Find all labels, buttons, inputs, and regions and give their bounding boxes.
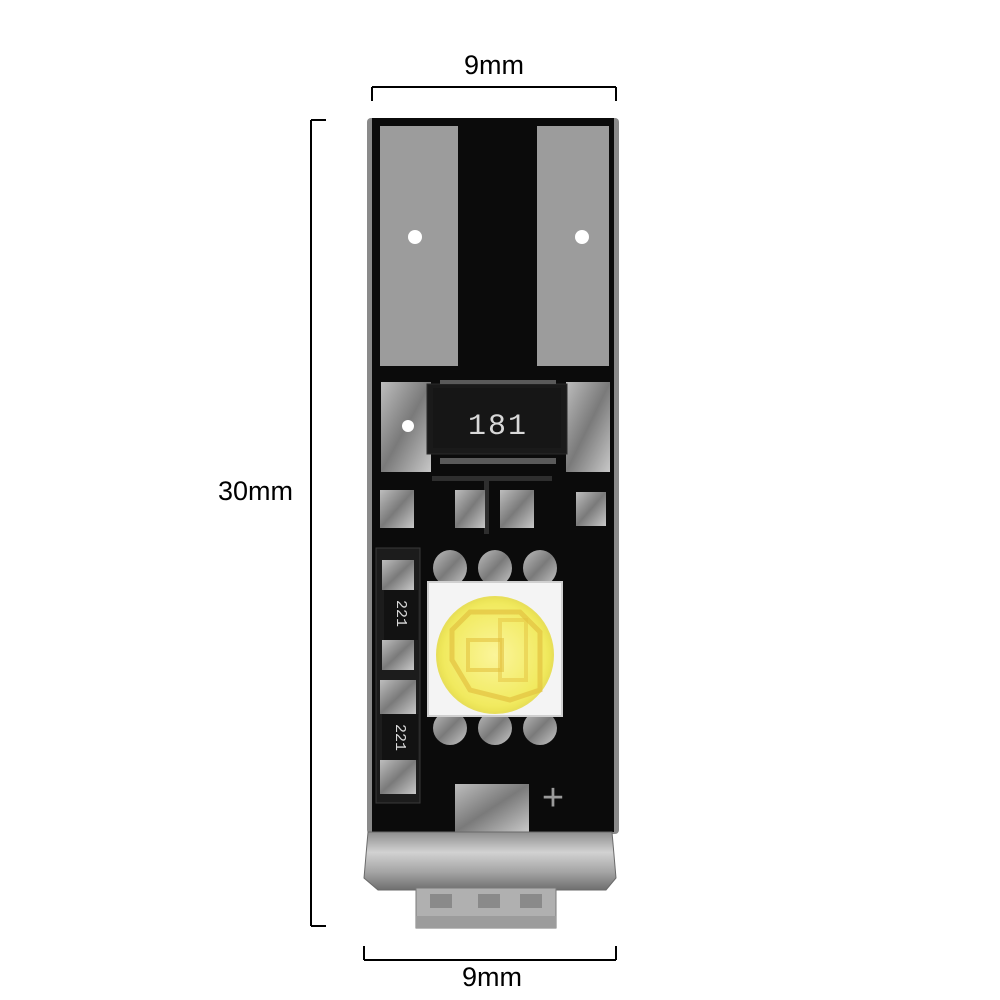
bottom-width-label: 9mm [462, 962, 522, 992]
resistor-221-upper-marking: 221 [392, 600, 409, 627]
right-pad-hole [575, 230, 589, 244]
resistor-181-marking: 181 [468, 410, 528, 444]
left-pad-hole [408, 230, 422, 244]
resistor-221-upper [384, 590, 418, 640]
metal-base [363, 831, 617, 929]
pcb-board: 181 221 221 [367, 118, 619, 834]
height-bracket [310, 119, 326, 927]
resistor-221-lower-marking: 221 [391, 724, 408, 751]
right-contact-pad [537, 126, 609, 366]
top-width-bracket [371, 86, 617, 101]
polarity-plus: + [542, 777, 564, 819]
bottom-width-bracket [363, 946, 617, 961]
left-contact-pad [380, 126, 458, 366]
smd-led [427, 581, 563, 717]
resistor-221-lower [382, 714, 418, 760]
height-label: 30mm [218, 476, 294, 506]
top-width-label: 9mm [464, 50, 524, 80]
